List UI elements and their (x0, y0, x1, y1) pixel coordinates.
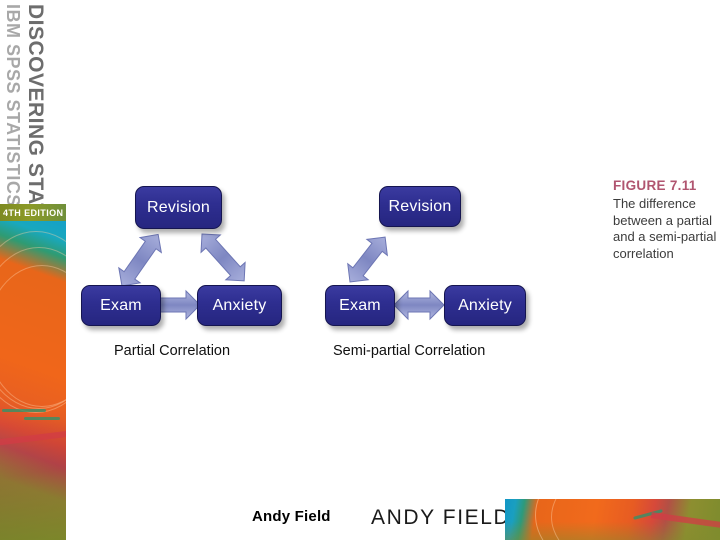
artwork-swirl (551, 499, 720, 540)
slide-author-text: Andy Field (252, 508, 331, 525)
node-label: Anxiety (458, 296, 512, 314)
book-cover-artwork-strip (505, 499, 720, 540)
diagram-semi-partial-correlation: Revision Exam Anxiety Semi-partial Corre… (322, 186, 535, 371)
node-label: Anxiety (212, 296, 267, 314)
arrow-exam-revision (118, 233, 163, 287)
diagram-partial-correlation: Revision Exam Anxiety Partial Correlatio… (81, 186, 308, 371)
diagram-caption-semi-partial: Semi-partial Correlation (333, 343, 486, 359)
node-revision-partial[interactable]: Revision (135, 186, 222, 229)
arrow-exam-anxiety (393, 289, 445, 321)
node-exam-semi[interactable]: Exam (325, 285, 395, 326)
node-anxiety-semi[interactable]: Anxiety (444, 285, 526, 326)
figure-caption: FIGURE 7.11 The difference between a par… (613, 178, 717, 262)
artwork-streak (2, 409, 46, 412)
artwork-streak (24, 417, 60, 420)
book-spine-artwork (0, 221, 66, 540)
figure-description: The difference between a partial and a s… (613, 195, 717, 261)
node-label: Revision (147, 198, 210, 216)
node-revision-semi[interactable]: Revision (379, 186, 461, 227)
node-label: Exam (339, 296, 381, 314)
arrow-revision-anxiety (200, 233, 246, 282)
artwork-swirl (0, 231, 66, 413)
node-label: Revision (388, 197, 452, 215)
artwork-band (0, 430, 66, 446)
node-label: Exam (100, 296, 142, 314)
slide-content-panel (66, 0, 720, 499)
book-cover-author: ANDY FIELD (371, 506, 511, 529)
book-spine: DISCOVERING STATISTICS USING IBM SPSS ST… (0, 0, 66, 540)
figure-number: FIGURE 7.11 (613, 178, 697, 193)
node-anxiety-partial[interactable]: Anxiety (197, 285, 282, 326)
book-spine-text-area: DISCOVERING STATISTICS USING IBM SPSS ST… (0, 0, 66, 363)
edition-badge: 4TH EDITION (0, 204, 66, 221)
diagram-caption-partial: Partial Correlation (114, 343, 231, 359)
artwork-swirl (535, 499, 720, 540)
node-exam-partial[interactable]: Exam (81, 285, 161, 326)
artwork-swirl (0, 265, 66, 407)
arrow-group-semi (347, 236, 445, 321)
artwork-swirl (0, 247, 66, 409)
arrow-exam-revision (347, 236, 388, 283)
book-spine-title-sub: IBM SPSS STATISTICS (3, 4, 23, 207)
